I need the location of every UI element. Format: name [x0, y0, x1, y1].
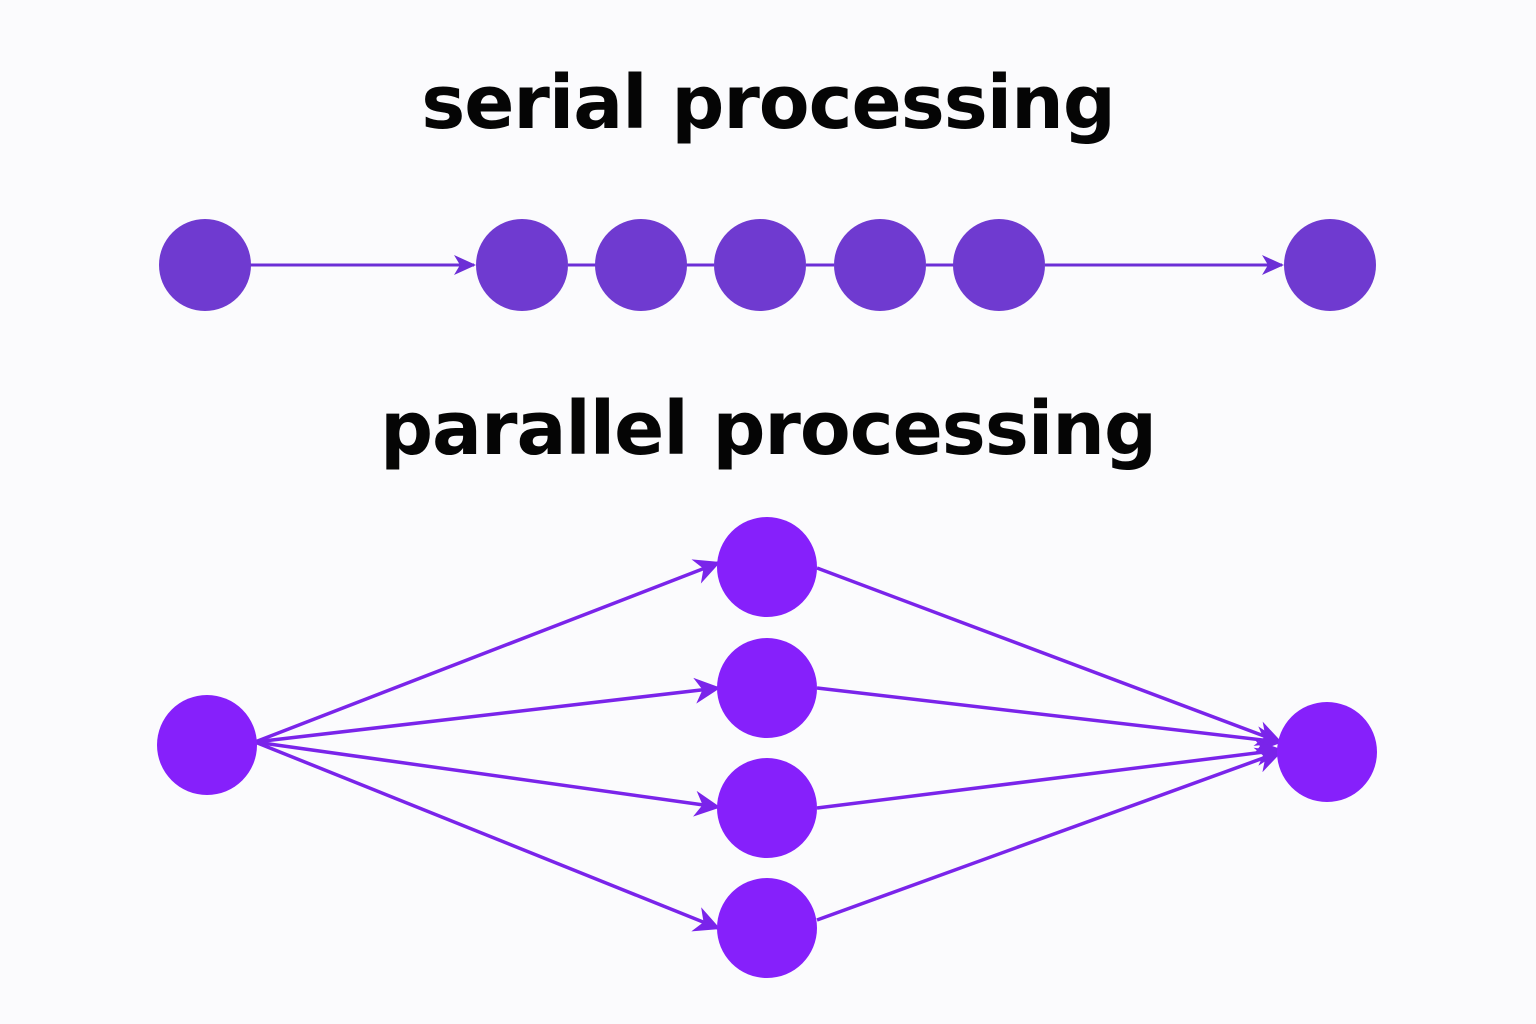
parallel-node	[717, 638, 817, 738]
parallel-sink-node	[1277, 702, 1377, 802]
serial-processing-title: serial processing	[421, 60, 1116, 146]
parallel-edge	[816, 566, 1283, 746]
serial-node	[834, 219, 926, 311]
parallel-processing-title: parallel processing	[380, 386, 1157, 472]
serial-node	[476, 219, 568, 311]
parallel-node	[717, 517, 817, 617]
parallel-edge	[254, 677, 721, 744]
parallel-edge	[816, 747, 1283, 922]
parallel-node	[717, 878, 817, 978]
serial-arrowhead	[454, 255, 476, 275]
parallel-edge	[254, 740, 721, 817]
parallel-edge	[254, 740, 721, 932]
serial-node	[953, 219, 1045, 311]
parallel-source-node	[157, 695, 257, 795]
parallel-edge	[254, 559, 721, 744]
serial-node	[714, 219, 806, 311]
parallel-edge	[816, 686, 1283, 753]
parallel-node	[717, 758, 817, 858]
parallel-diagram	[157, 517, 1377, 978]
serial-diagram	[159, 219, 1376, 311]
serial-node	[1284, 219, 1376, 311]
serial-node	[595, 219, 687, 311]
serial-arrowhead	[1262, 255, 1284, 275]
parallel-edge	[816, 740, 1283, 810]
serial-node	[159, 219, 251, 311]
